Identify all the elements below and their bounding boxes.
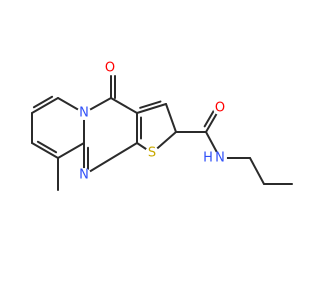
bond-line — [203, 108, 216, 128]
atom-label-backing — [103, 61, 117, 75]
bond-line — [57, 142, 85, 159]
molecule-structure-drawing: O N N S O N H — [31, 61, 293, 191]
molecule-canvas: O N N S O N H — [31, 60, 293, 191]
atom-n-amide: N — [215, 151, 225, 166]
bond-line — [31, 142, 59, 159]
atom-label-backing — [77, 168, 91, 182]
bond-line — [249, 157, 265, 185]
atom-label-backing — [213, 151, 227, 165]
bond-layer — [31, 75, 293, 191]
atom-label-backing — [213, 101, 227, 115]
atom-n-ring-top: N — [79, 106, 89, 121]
atom-label-backing — [201, 151, 215, 165]
bond-line — [83, 142, 138, 176]
bond-line — [165, 103, 177, 133]
bond-line — [139, 100, 162, 109]
atom-label-backing — [145, 146, 159, 160]
atom-o-amide: O — [215, 101, 225, 116]
bond-line — [136, 103, 167, 114]
bond-line — [36, 140, 58, 154]
bond-line — [32, 95, 54, 109]
bond-line — [31, 97, 59, 114]
atom-h-amide: H — [203, 151, 213, 166]
atom-o-ketone: O — [105, 61, 115, 76]
atom-label-backing — [77, 106, 91, 120]
bond-line — [110, 97, 138, 114]
atom-n-ring-bottom: N — [79, 168, 89, 183]
atom-label-layer: O N N S O N H — [77, 61, 227, 183]
atom-s-thiophene: S — [148, 146, 156, 161]
